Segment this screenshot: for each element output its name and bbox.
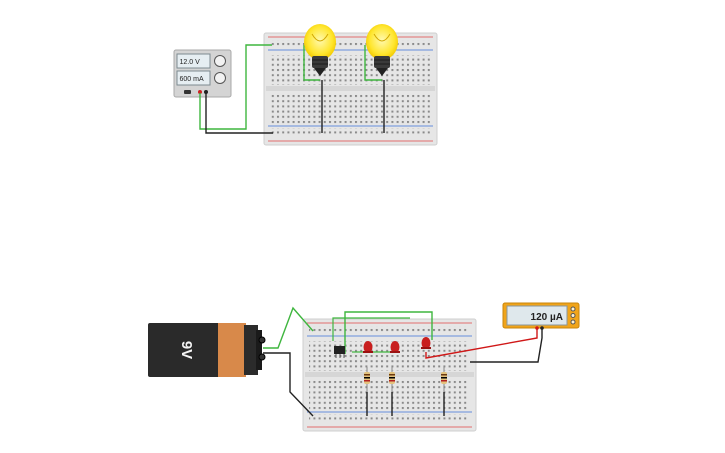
led-2[interactable] [390, 341, 400, 353]
breadboard-top[interactable] [263, 32, 438, 146]
transistor[interactable] [334, 346, 345, 358]
multimeter-port-2[interactable] [570, 313, 576, 318]
probe-black[interactable] [540, 326, 544, 330]
light-bulb-2[interactable] [366, 24, 398, 76]
led-3[interactable] [421, 337, 431, 349]
battery-negative-terminal[interactable] [258, 353, 266, 361]
battery-label: 9V [178, 341, 195, 359]
led-1[interactable] [363, 341, 373, 353]
voltage-display-text: 12.0 V [180, 59, 201, 66]
bottom-wires[interactable] [263, 306, 543, 417]
positive-terminal[interactable] [198, 90, 202, 94]
negative-terminal[interactable] [204, 90, 208, 94]
resistor-3[interactable] [441, 367, 447, 392]
multimeter[interactable]: 120 µA [502, 302, 580, 330]
voltage-display [176, 53, 211, 69]
voltage-knob[interactable] [214, 55, 226, 67]
light-bulb-1[interactable] [304, 24, 336, 76]
multimeter-port-1[interactable] [570, 306, 576, 312]
power-switch[interactable] [184, 90, 191, 94]
resistor-2[interactable] [389, 367, 395, 392]
current-display-text: 600 mA [180, 76, 204, 83]
current-display [176, 70, 211, 86]
battery-positive-terminal[interactable] [258, 336, 266, 344]
multimeter-reading: 120 µA [531, 312, 563, 323]
current-knob[interactable] [214, 72, 226, 84]
resistor-1[interactable] [364, 367, 370, 392]
power-supply[interactable]: 12.0 V 600 mA [173, 49, 232, 98]
top-wires[interactable] [199, 44, 385, 134]
multimeter-port-3[interactable] [570, 319, 576, 325]
probe-red[interactable] [535, 326, 539, 330]
multimeter-display [506, 305, 568, 326]
battery-9v[interactable]: 9V [148, 323, 266, 377]
